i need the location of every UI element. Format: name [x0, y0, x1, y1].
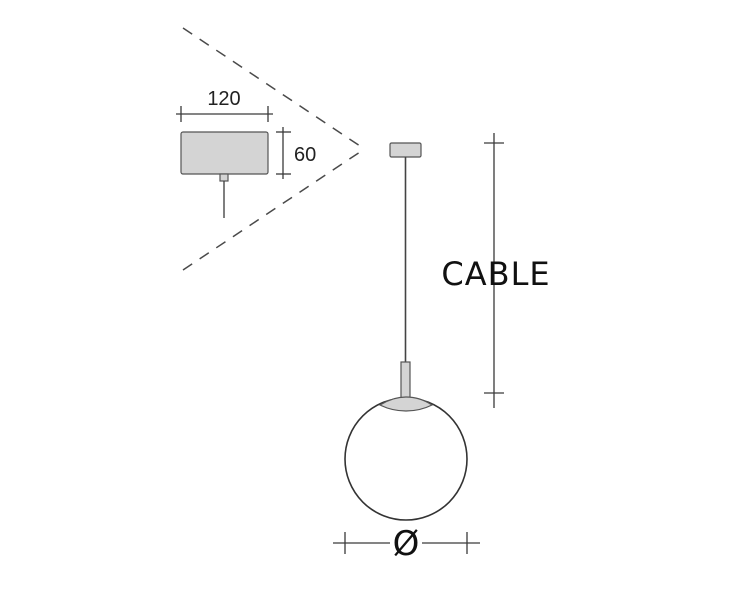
canopy-detail: 120 60 — [176, 88, 316, 218]
diameter-dimension: Ø — [333, 524, 480, 564]
canopy-width-label: 120 — [207, 88, 240, 110]
callout-dash-lower — [182, 149, 364, 271]
callout-dash-upper — [182, 27, 364, 149]
detail-callout — [182, 27, 364, 271]
lamp-holder-stem — [400, 361, 411, 399]
ceiling-canopy — [389, 142, 422, 158]
canopy-cable-grip — [219, 173, 229, 182]
cable-dimension: CABLE — [441, 133, 550, 408]
cable-label: CABLE — [441, 255, 550, 293]
glass-globe — [344, 397, 468, 521]
canopy-box — [180, 131, 269, 175]
pendant-lamp — [344, 142, 468, 521]
globe-collar — [378, 396, 434, 412]
canopy-height-label: 60 — [294, 144, 316, 166]
diameter-label: Ø — [393, 524, 420, 564]
